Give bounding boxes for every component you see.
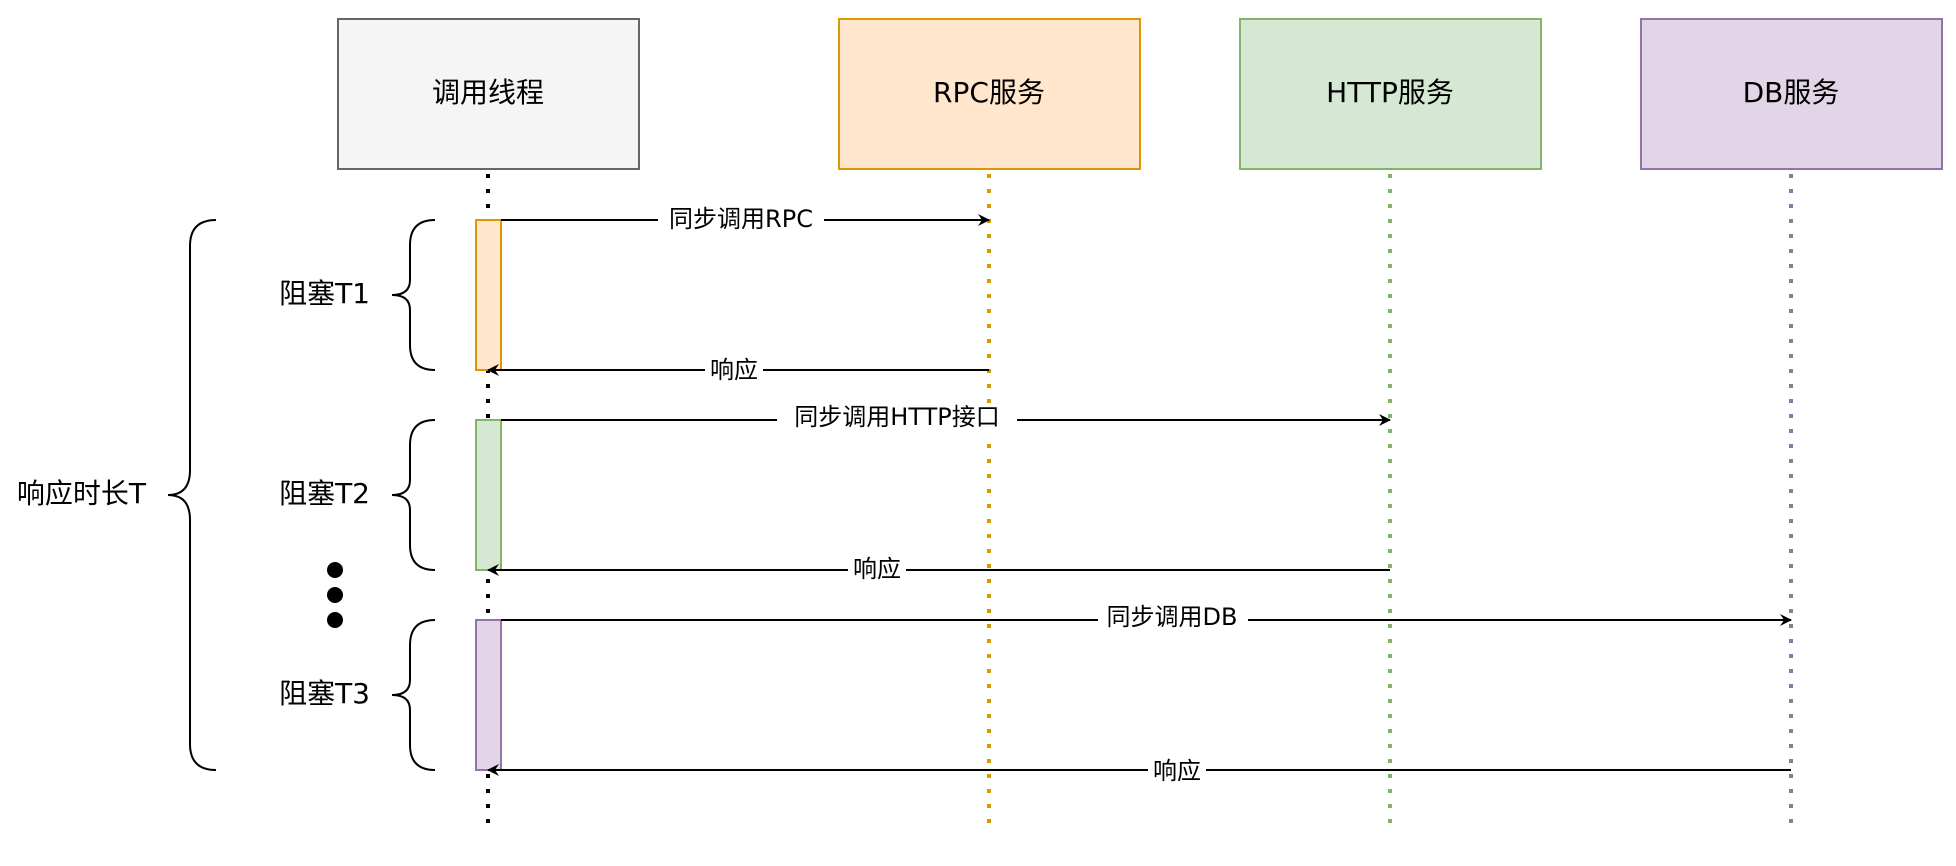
message-label: 响应: [710, 356, 758, 384]
bracket-blocking-t1: 阻塞T1: [279, 219, 436, 371]
participant-http-label: HTTP服务: [1326, 76, 1454, 109]
message-label: 同步调用RPC: [669, 205, 813, 233]
bracket-label: 阻塞T2: [279, 477, 370, 510]
message-call-http: 同步调用HTTP接口: [501, 403, 1391, 436]
activation-bar-http: [475, 419, 502, 571]
message-call-db: 同步调用DB: [501, 603, 1792, 636]
activation-bar-rpc: [475, 219, 502, 371]
participant-db-label: DB服务: [1743, 76, 1840, 109]
message-response-http: 响应: [487, 554, 1390, 586]
message-label: 响应: [1153, 757, 1201, 785]
bracket-blocking-t2: 阻塞T2: [279, 419, 436, 571]
participant-rpc-service: RPC服务: [838, 18, 1141, 170]
participant-caller-thread: 调用线程: [337, 18, 640, 170]
participant-caller-label: 调用线程: [432, 76, 544, 109]
bracket-label: 阻塞T3: [279, 677, 370, 710]
participant-http-service: HTTP服务: [1239, 18, 1542, 170]
message-response-db: 响应: [487, 754, 1791, 786]
message-label: 同步调用DB: [1107, 603, 1238, 631]
participant-db-service: DB服务: [1640, 18, 1943, 170]
message-label: 响应: [853, 555, 901, 583]
vertical-ellipsis-icon: [327, 562, 343, 628]
message-call-rpc: 同步调用RPC: [501, 204, 990, 236]
message-response-rpc: 响应: [487, 354, 989, 386]
bracket-total-response-time: 响应时长T: [17, 219, 217, 771]
bracket-label: 阻塞T1: [279, 277, 370, 310]
participant-rpc-label: RPC服务: [933, 76, 1045, 109]
activation-bar-db: [475, 619, 502, 771]
bracket-blocking-t3: 阻塞T3: [279, 619, 436, 771]
message-label: 同步调用HTTP接口: [794, 403, 999, 431]
bracket-total-label: 响应时长T: [17, 477, 147, 510]
